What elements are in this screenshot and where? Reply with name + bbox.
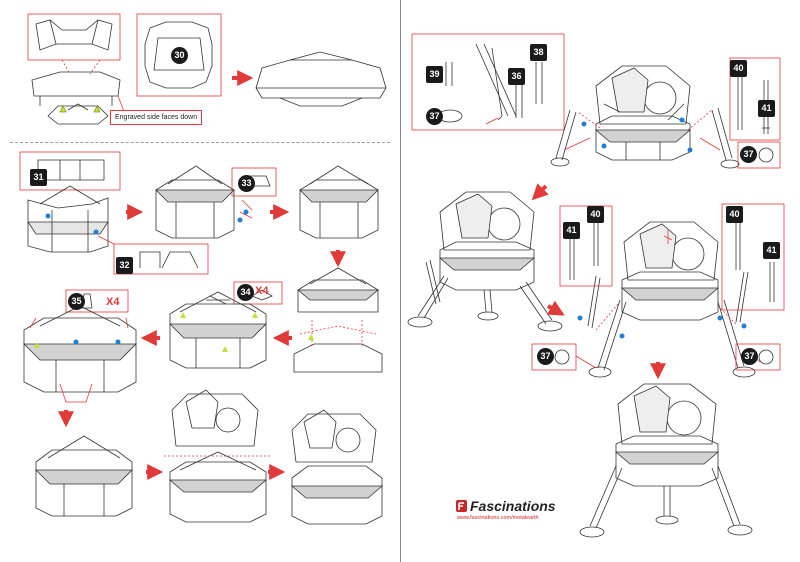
step-number-37: 37: [537, 348, 554, 365]
brand-name: Fascinations: [470, 498, 556, 514]
step-number-36: 36: [508, 68, 525, 85]
step-number-41: 41: [563, 222, 580, 239]
step31-body: [27, 185, 115, 253]
brand-url[interactable]: www.fascinations.com/metalearth: [457, 515, 539, 521]
step-number-38: 38: [530, 44, 547, 61]
lunar-module-right-leg: [575, 221, 761, 378]
ascent-stage-mount: [164, 389, 270, 523]
step-number-40: 40: [587, 206, 604, 223]
step-number-34: 34: [237, 284, 254, 301]
step33-callout: [231, 167, 277, 219]
step-number-31: 31: [30, 169, 47, 186]
step-number-37: 37: [741, 348, 758, 365]
arrow-icon: [546, 300, 565, 316]
step30-result: [255, 51, 387, 107]
step-number-35: 35: [68, 293, 85, 310]
step-number-40: 40: [730, 60, 747, 77]
lunar-module-left-leg: [407, 191, 563, 332]
stage-join: [293, 267, 383, 373]
footpad-callout-mid: [531, 343, 781, 371]
step32-callout: [113, 243, 209, 275]
step30-callout-part: [27, 13, 121, 61]
attachment-dots: [34, 117, 747, 352]
step-number-30: 30: [171, 47, 188, 64]
step34-callout: [233, 281, 283, 305]
section-divider: [10, 142, 390, 143]
step-number-32: 32: [116, 257, 133, 274]
fascinations-logo-icon: [456, 500, 467, 512]
step-number-40: 40: [726, 206, 743, 223]
combined-module: [290, 409, 384, 525]
leg-callout: [411, 33, 565, 131]
step-number-33: 33: [238, 175, 255, 192]
step30-callout-top: [136, 13, 222, 97]
descent-stage-result: [35, 435, 133, 517]
step33-assembly: [155, 165, 235, 239]
step34-assembly: [169, 291, 267, 369]
leg-strut-callout-41-40-mid: [559, 203, 785, 311]
step-number-41: 41: [758, 100, 775, 117]
step33-result: [299, 165, 379, 239]
step-number-41: 41: [763, 242, 780, 259]
arrow-icon: [531, 183, 549, 201]
lunar-module-top: [550, 65, 740, 169]
page-divider: [400, 0, 401, 562]
step30-base-plate: [31, 59, 188, 125]
multiplier-35: X4: [106, 296, 120, 308]
step-number-37: 37: [426, 108, 443, 125]
engraved-note: Engraved side faces down: [110, 110, 203, 125]
step35-assembly: [23, 305, 137, 403]
multiplier-34: X4: [255, 285, 269, 297]
footpad-callout-top: [737, 141, 781, 169]
step31-callout: [19, 151, 121, 191]
lunar-module-final: [579, 383, 753, 538]
step-number-39: 39: [426, 66, 443, 83]
step-number-37: 37: [740, 146, 757, 163]
